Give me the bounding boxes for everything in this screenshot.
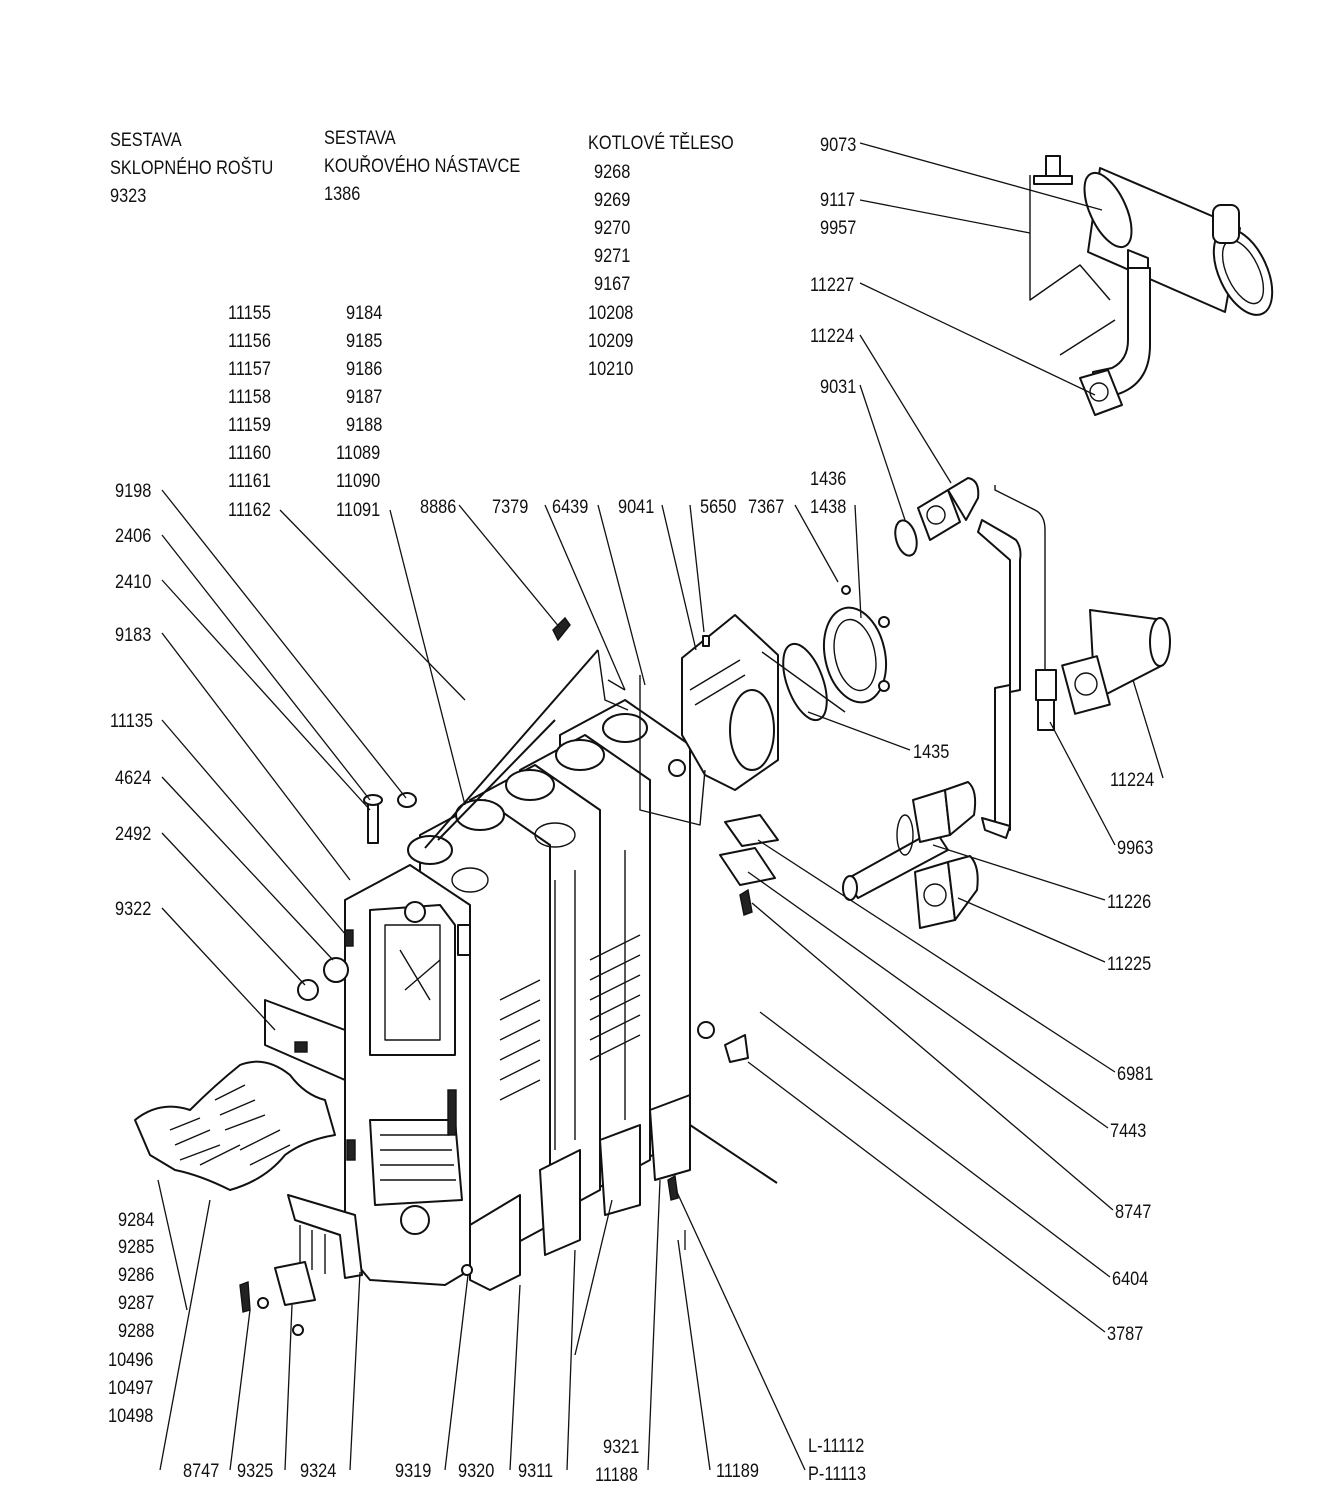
heat-exchanger-drawing <box>1029 155 1274 416</box>
boiler-code: 10209 <box>588 330 633 351</box>
heading-flue-assembly: SESTAVA KOUŘOVÉHO NÁSTAVCE 1386 <box>324 127 520 204</box>
callout-9963: 9963 <box>1117 837 1153 858</box>
grate-code: 11162 <box>228 499 271 520</box>
callout-11188: 11188 <box>595 1464 638 1485</box>
callout-6439: 6439 <box>552 496 588 517</box>
heading-grate-line2: SKLOPNÉHO ROŠTU <box>110 156 273 179</box>
boiler-code: 9270 <box>594 217 630 238</box>
callout-11225: 11225 <box>1107 953 1151 974</box>
grate-code-list: 11155 11156 11157 11158 11159 11160 1116… <box>228 302 271 520</box>
heading-grate-assembly: SESTAVA SKLOPNÉHO ROŠTU 9323 <box>110 129 273 206</box>
flue-code: 9186 <box>346 358 382 379</box>
flue-hood-drawing <box>639 585 890 826</box>
grate-code: 11157 <box>228 358 271 379</box>
flue-code: 9185 <box>346 330 382 351</box>
callout-6404: 6404 <box>1112 1268 1148 1289</box>
flue-code: 9187 <box>346 386 382 407</box>
boiler-code: 10208 <box>588 302 634 323</box>
callout-9319: 9319 <box>395 1460 431 1481</box>
callout-11224-top: 11224 <box>810 325 854 346</box>
callout-7379: 7379 <box>492 496 528 517</box>
callout-2406: 2406 <box>115 525 151 546</box>
boiler-code: 9268 <box>594 161 630 182</box>
grate-part-code: 9285 <box>118 1236 154 1257</box>
callout-1438: 1438 <box>810 496 846 517</box>
callout-7367: 7367 <box>748 496 784 517</box>
flue-code-list: 9184 9185 9186 9187 9188 11089 11090 110… <box>336 302 382 520</box>
grate-part-code: 10497 <box>108 1377 153 1398</box>
boiler-code: 9269 <box>594 189 630 210</box>
callout-9183: 9183 <box>115 624 151 645</box>
callout-3787: 3787 <box>1107 1323 1143 1344</box>
callout-6981: 6981 <box>1117 1063 1153 1084</box>
flue-code: 11091 <box>336 499 380 520</box>
callout-9073: 9073 <box>820 134 856 155</box>
heading-boiler-line1: KOTLOVÉ TĚLESO <box>588 132 734 153</box>
heading-flue-line1: SESTAVA <box>324 127 396 148</box>
grate-part-code: 9286 <box>118 1264 154 1285</box>
flue-code: 11089 <box>336 442 380 463</box>
callout-9311: 9311 <box>518 1460 553 1481</box>
callout-9320: 9320 <box>458 1460 494 1481</box>
grate-code: 11155 <box>228 302 271 323</box>
grate-part-code: 9284 <box>118 1209 154 1230</box>
heading-flue-code: 1386 <box>324 183 360 204</box>
grate-code: 11161 <box>228 470 271 491</box>
callout-9322: 9322 <box>115 898 151 919</box>
callout-9957: 9957 <box>820 217 856 238</box>
callout-7443: 7443 <box>1110 1120 1146 1141</box>
callout-labels: 9073 9117 9957 11227 11224 9031 1436 143… <box>110 134 1154 1485</box>
callout-11135: 11135 <box>110 710 153 731</box>
callout-11224-right: 11224 <box>1110 769 1154 790</box>
grate-code: 11158 <box>228 386 271 407</box>
callout-11227: 11227 <box>810 274 854 295</box>
callout-L-11112: L-11112 <box>808 1435 864 1456</box>
callout-2410: 2410 <box>115 571 151 592</box>
grate-part-code: 9288 <box>118 1320 154 1341</box>
tie-rods <box>424 649 778 1184</box>
flue-code: 9184 <box>346 302 382 323</box>
grate-part-code: 9287 <box>118 1292 154 1313</box>
water-pipes-drawing <box>842 477 1171 929</box>
callout-9325: 9325 <box>237 1460 273 1481</box>
callout-11226: 11226 <box>1107 891 1151 912</box>
callout-1435: 1435 <box>913 741 949 762</box>
callout-4624: 4624 <box>115 767 151 788</box>
flue-code: 11090 <box>336 470 380 491</box>
callout-8747-right: 8747 <box>1115 1201 1151 1222</box>
grate-code: 11160 <box>228 442 271 463</box>
callout-9321: 9321 <box>603 1436 639 1457</box>
callout-8886: 8886 <box>420 496 456 517</box>
grate-code: 11156 <box>228 330 271 351</box>
heading-grate-code: 9323 <box>110 185 146 206</box>
callout-8747-bottom: 8747 <box>183 1460 219 1481</box>
boiler-body-drawing <box>344 699 691 1291</box>
callout-9324: 9324 <box>300 1460 336 1481</box>
callout-1436: 1436 <box>810 468 846 489</box>
callout-9031: 9031 <box>820 376 856 397</box>
leader-lines <box>157 142 1164 1471</box>
boiler-code: 9271 <box>594 245 630 266</box>
grate-part-list: 9284 9285 9286 9287 9288 10496 10497 104… <box>108 1209 154 1426</box>
grate-part-code: 10496 <box>108 1349 154 1370</box>
callout-11189: 11189 <box>716 1460 759 1481</box>
small-parts-drawing <box>134 616 779 1336</box>
heading-grate-line1: SESTAVA <box>110 129 182 150</box>
callout-9198: 9198 <box>115 480 151 501</box>
callout-9117: 9117 <box>820 189 855 210</box>
boiler-code: 10210 <box>588 358 634 379</box>
callout-5650: 5650 <box>700 496 736 517</box>
callout-2492: 2492 <box>115 823 151 844</box>
flue-code: 9188 <box>346 414 382 435</box>
heading-boiler-body: KOTLOVÉ TĚLESO 9268 9269 9270 9271 9167 … <box>588 132 734 379</box>
grate-part-code: 10498 <box>108 1405 154 1426</box>
heading-flue-line2: KOUŘOVÉHO NÁSTAVCE <box>324 155 520 176</box>
grate-code: 11159 <box>228 414 271 435</box>
callout-9041: 9041 <box>618 496 654 517</box>
callout-P-11113: P-11113 <box>808 1463 866 1484</box>
boiler-code: 9167 <box>594 273 630 294</box>
